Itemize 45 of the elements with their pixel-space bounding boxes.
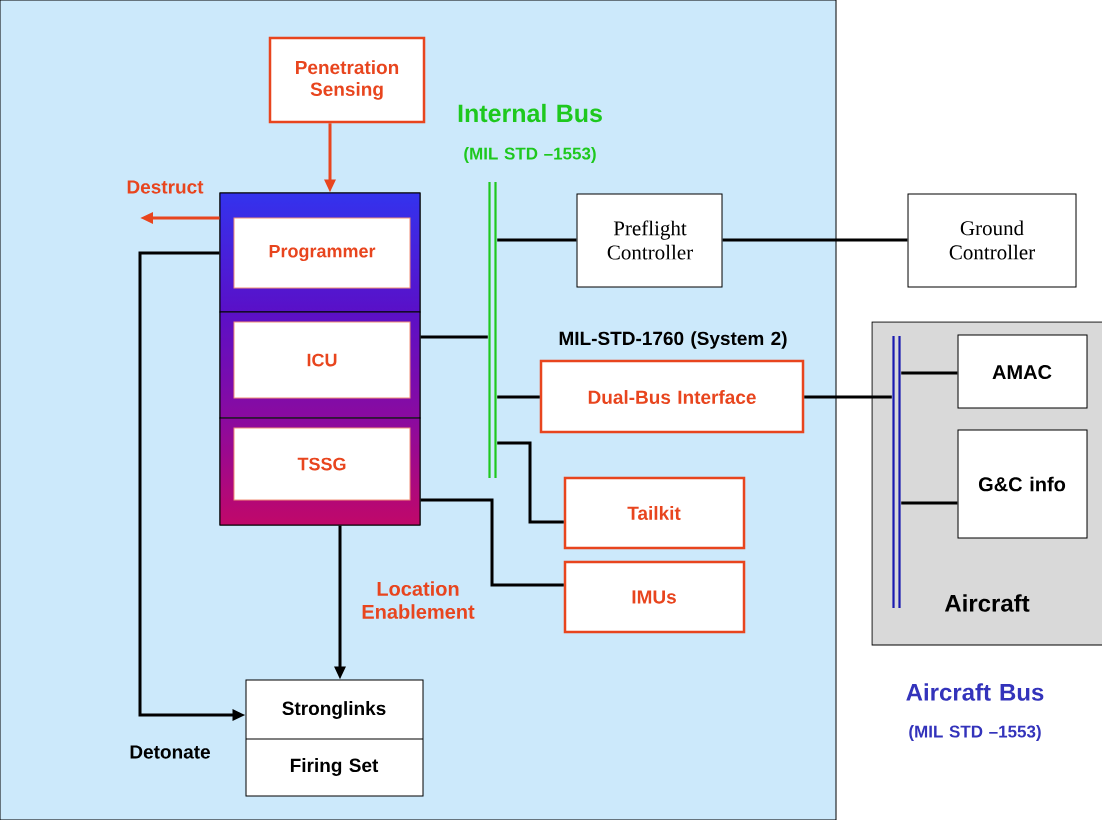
process-box [576,193,723,288]
node-text: Penetration Sensing [296,60,399,100]
bus-line [892,336,901,608]
connector-line [497,441,564,524]
bus-label: Internal Bus [458,103,602,123]
node-text: G&C info [978,476,1066,492]
process-box [907,193,1077,288]
process-box [539,331,805,434]
node-text: TSSG [297,457,346,471]
module-section [219,417,421,526]
connector-line [901,371,958,375]
process-box [268,36,426,124]
connector-line [804,395,892,399]
connector-line [497,395,540,399]
node-text: Programmer [269,244,376,262]
bus-line [488,182,497,478]
node-text: IMUs [632,590,676,604]
node-text: Firing Set [290,758,379,776]
node-text: AMAC [992,364,1052,380]
interface-label: MIL-STD-1760 (System 2) [559,331,787,349]
connector-line [901,501,958,505]
node-text: Tailkit [627,506,681,520]
bus-label: Aircraft Bus [906,683,1044,701]
module-section [219,311,421,419]
node-text: ICU [307,353,337,367]
node-text: Aircraft [944,594,1030,612]
edge-label: Location Enablement [362,581,475,619]
bus-label: (MIL STD –1553) [909,725,1041,741]
module-section [219,192,421,313]
process-box [563,476,746,550]
node-text: Stronglinks [282,701,386,719]
split-box [245,679,424,797]
edge-label: Destruct [127,180,204,194]
connector-line [497,238,577,242]
edge-label: Detonate [130,745,210,759]
node-text: Ground Controller [949,220,1035,260]
node-text: Dual-Bus Interface [588,390,756,404]
process-box [563,560,746,634]
process-box [957,334,1088,409]
connector-line [420,335,488,339]
bus-label: (MIL STD –1553) [464,147,596,163]
node-text: Preflight Controller [607,220,693,260]
process-box [957,429,1088,539]
connector-line [420,498,564,587]
connector-line [722,238,908,242]
